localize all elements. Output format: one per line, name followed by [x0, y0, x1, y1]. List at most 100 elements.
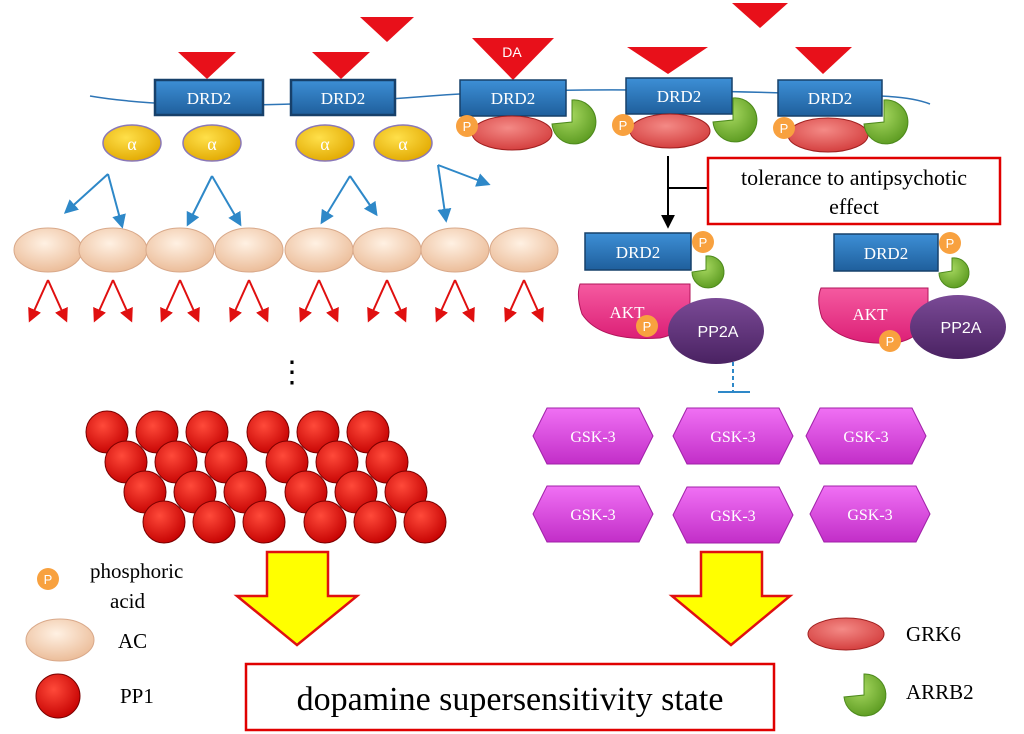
legend-ac-swatch: [25, 618, 95, 662]
svg-text:AKT: AKT: [853, 305, 889, 324]
receptor-row: DRD2 DRD2 DRD2 DRD2 DRD2: [153, 77, 883, 117]
drd2-receptor: DRD2: [459, 79, 567, 117]
internalized-complex-right: AKT PP2A P DRD2 P: [818, 232, 1006, 359]
gsk3-label: GSK-3: [710, 508, 755, 525]
drd2-receptor: DRD2: [153, 78, 265, 117]
svg-text:DRD2: DRD2: [808, 89, 852, 108]
svg-text:PP2A: PP2A: [941, 320, 982, 337]
svg-text:α: α: [127, 134, 137, 154]
ac-ellipse: [352, 227, 422, 273]
svg-text:DRD2: DRD2: [187, 89, 231, 108]
ellipsis-dots: ⋮: [277, 356, 307, 389]
svg-text:DRD2: DRD2: [321, 89, 365, 108]
legend-phospho-line2: acid: [110, 589, 145, 613]
tolerance-callout: tolerance to antipsychotic effect: [661, 156, 1002, 229]
desensitized-complexes: P P P: [456, 97, 909, 153]
arrb2-shape: [863, 99, 909, 145]
downstream-arrows: [28, 279, 544, 323]
arrb2-shape: [691, 255, 725, 289]
gsk3-hexagon: [805, 407, 927, 465]
red-arrow: [454, 279, 475, 323]
ac-row: [13, 227, 559, 273]
phospho-circle: [612, 114, 634, 136]
drd2-receptor: DRD2: [625, 77, 733, 115]
red-arrow: [435, 279, 456, 323]
legend-grk6-label: GRK6: [906, 622, 961, 646]
tolerance-text-line2: effect: [829, 194, 879, 219]
dopamine-triangle: [795, 47, 852, 74]
result-arrows: [233, 550, 794, 647]
g-alpha-ellipse: α: [182, 124, 242, 162]
red-arrow: [248, 279, 269, 323]
tolerance-text-line1: tolerance to antipsychotic: [741, 165, 967, 190]
red-arrow: [47, 279, 68, 323]
red-arrow: [367, 279, 388, 323]
grk6-ellipse: [787, 117, 869, 153]
phospho-circle: [773, 117, 795, 139]
arrb2-shape: [712, 97, 758, 143]
red-arrow: [179, 279, 200, 323]
gsk3-label: GSK-3: [843, 429, 888, 446]
activation-arrows: [63, 164, 491, 229]
ligand-group: DA: [178, 3, 852, 80]
gsk3-label: GSK-3: [570, 507, 615, 524]
red-arrow: [160, 279, 181, 323]
legend-phospho-line1: phosphoric: [90, 559, 183, 583]
svg-text:α: α: [320, 134, 330, 154]
ac-ellipse: [78, 227, 148, 273]
drd2-receptor: [833, 233, 939, 272]
red-arrow: [523, 279, 544, 323]
ac-ellipse: [489, 227, 559, 273]
ac-ellipse: [214, 227, 284, 273]
red-arrow: [93, 279, 114, 323]
dopamine-triangle: [732, 3, 788, 28]
svg-text:P: P: [780, 121, 789, 136]
phospho-circle: [939, 232, 961, 254]
dopamine-triangle: [627, 47, 708, 74]
pp1-cluster: [85, 410, 447, 544]
tolerance-box: [706, 156, 1002, 226]
dopamine-triangle: [360, 17, 414, 42]
legend-grk6-swatch: [807, 617, 885, 651]
legend-ac-label: AC: [118, 629, 147, 653]
g-alpha-ellipse: α: [373, 124, 433, 162]
phospho-circle: [692, 231, 714, 253]
legend-right: GRK6 ARRB2: [807, 617, 974, 717]
svg-text:DRD2: DRD2: [657, 87, 701, 106]
drd2-receptor: DRD2: [289, 78, 397, 117]
svg-text:DRD2: DRD2: [864, 244, 908, 263]
dopamine-triangle: [472, 38, 554, 80]
ac-ellipse: [13, 227, 83, 273]
big-yellow-arrow: [668, 550, 794, 647]
gsk3-label: GSK-3: [710, 429, 755, 446]
red-arrow: [299, 279, 320, 323]
svg-text:P: P: [699, 235, 708, 250]
red-arrow: [386, 279, 407, 323]
legend-arrb2-swatch: [843, 673, 887, 717]
svg-text:DRD2: DRD2: [616, 243, 660, 262]
g-alpha-ellipse: α: [102, 124, 162, 162]
svg-text:α: α: [398, 134, 408, 154]
grk6-ellipse: [471, 115, 553, 151]
red-arrow: [504, 279, 525, 323]
g-alpha-group: α α α α: [102, 124, 433, 162]
arrb2-shape: [551, 99, 597, 145]
svg-text:P: P: [643, 319, 652, 334]
legend-left: P phosphoric acid AC PP1: [25, 559, 183, 719]
legend-pp1-swatch: [35, 673, 81, 719]
ac-ellipse: [420, 227, 490, 273]
drd2-receptor: DRD2: [777, 79, 883, 117]
gsk3-hexagon: [532, 485, 654, 543]
pp1-sphere: [192, 500, 236, 544]
pp1-sphere: [303, 500, 347, 544]
svg-text:P: P: [619, 118, 628, 133]
internalized-complex-left: AKT PP2A P DRD2 P: [577, 231, 764, 364]
g-alpha-ellipse: α: [295, 124, 355, 162]
dopamine-triangle: [178, 52, 236, 79]
red-arrow: [318, 279, 339, 323]
inhibition-line: [718, 362, 750, 393]
gsk3-label: GSK-3: [847, 507, 892, 524]
gsk3-hexagon: [672, 486, 794, 544]
